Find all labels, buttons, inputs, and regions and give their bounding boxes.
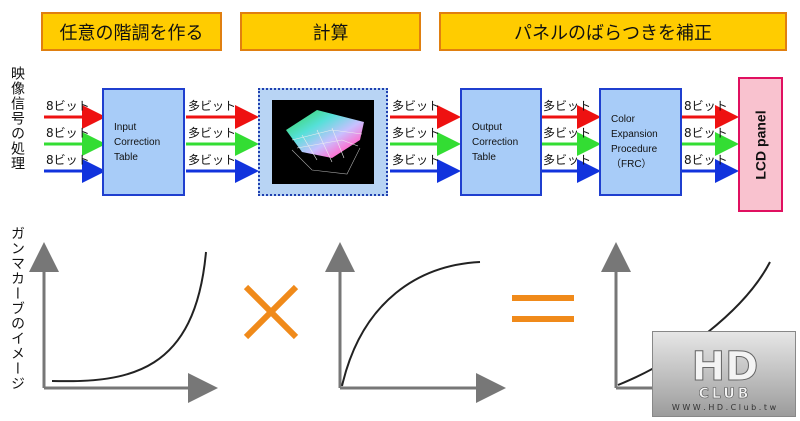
bits-out-green: 8ビット — [684, 126, 728, 140]
label-signal-processing: 映像信号の処理 — [9, 66, 25, 171]
svg-text:HD: HD — [692, 344, 759, 390]
output-correction-table: Output Correction Table — [460, 88, 542, 196]
bits-in-red: 8ビット — [46, 99, 90, 113]
arrows-to-calc — [186, 105, 259, 183]
bits-multi-2-blue: 多ビット — [392, 153, 441, 167]
lcd-panel: LCD panel — [738, 77, 783, 212]
arrows-to-output — [390, 105, 461, 183]
times-operator — [243, 284, 299, 340]
bits-multi-3-blue: 多ビット — [543, 153, 592, 167]
bits-in-blue: 8ビット — [46, 153, 90, 167]
svg-text:CLUB: CLUB — [699, 386, 752, 402]
bits-multi-1-blue: 多ビット — [188, 153, 237, 167]
hd-club-watermark: HD CLUB W W W . H D . C l u b . t w — [652, 331, 796, 417]
gamma-graph-panel — [325, 242, 506, 403]
arrows-in — [44, 105, 106, 183]
calc-box — [258, 88, 388, 196]
gamma-graph-input — [29, 242, 218, 403]
input-correction-table: Input Correction Table — [102, 88, 185, 196]
color-expansion-procedure: Color Expansion Procedure （FRC） — [599, 88, 682, 196]
label-gamma-image: ガンマカーブのイメージ — [9, 226, 25, 391]
arrows-to-frc — [542, 105, 601, 183]
bits-out-blue: 8ビット — [684, 153, 728, 167]
bits-multi-3-red: 多ビット — [543, 99, 592, 113]
watermark-url: W W W . H D . C l u b . t w — [671, 403, 777, 412]
bits-multi-1-green: 多ビット — [188, 126, 237, 140]
color-gamut-image — [272, 100, 374, 184]
equals-operator — [512, 295, 574, 322]
bits-out-red: 8ビット — [684, 99, 728, 113]
hd-club-logo-icon: HD CLUB — [691, 344, 759, 403]
bits-multi-1-red: 多ビット — [188, 99, 237, 113]
bits-in-green: 8ビット — [46, 126, 90, 140]
lcd-panel-label: LCD panel — [752, 109, 769, 180]
header-correct: パネルのばらつきを補正 — [439, 12, 787, 51]
header-calc: 計算 — [240, 12, 421, 51]
header-gamma: 任意の階調を作る — [41, 12, 222, 51]
bits-multi-3-green: 多ビット — [543, 126, 592, 140]
arrows-to-lcd — [682, 105, 739, 183]
bits-multi-2-red: 多ビット — [392, 99, 441, 113]
input-correction-table-label: Input Correction Table — [114, 121, 161, 163]
bits-multi-2-green: 多ビット — [392, 126, 441, 140]
output-correction-table-label: Output Correction Table — [472, 121, 519, 163]
color-expansion-procedure-label: Color Expansion Procedure （FRC） — [611, 114, 658, 170]
